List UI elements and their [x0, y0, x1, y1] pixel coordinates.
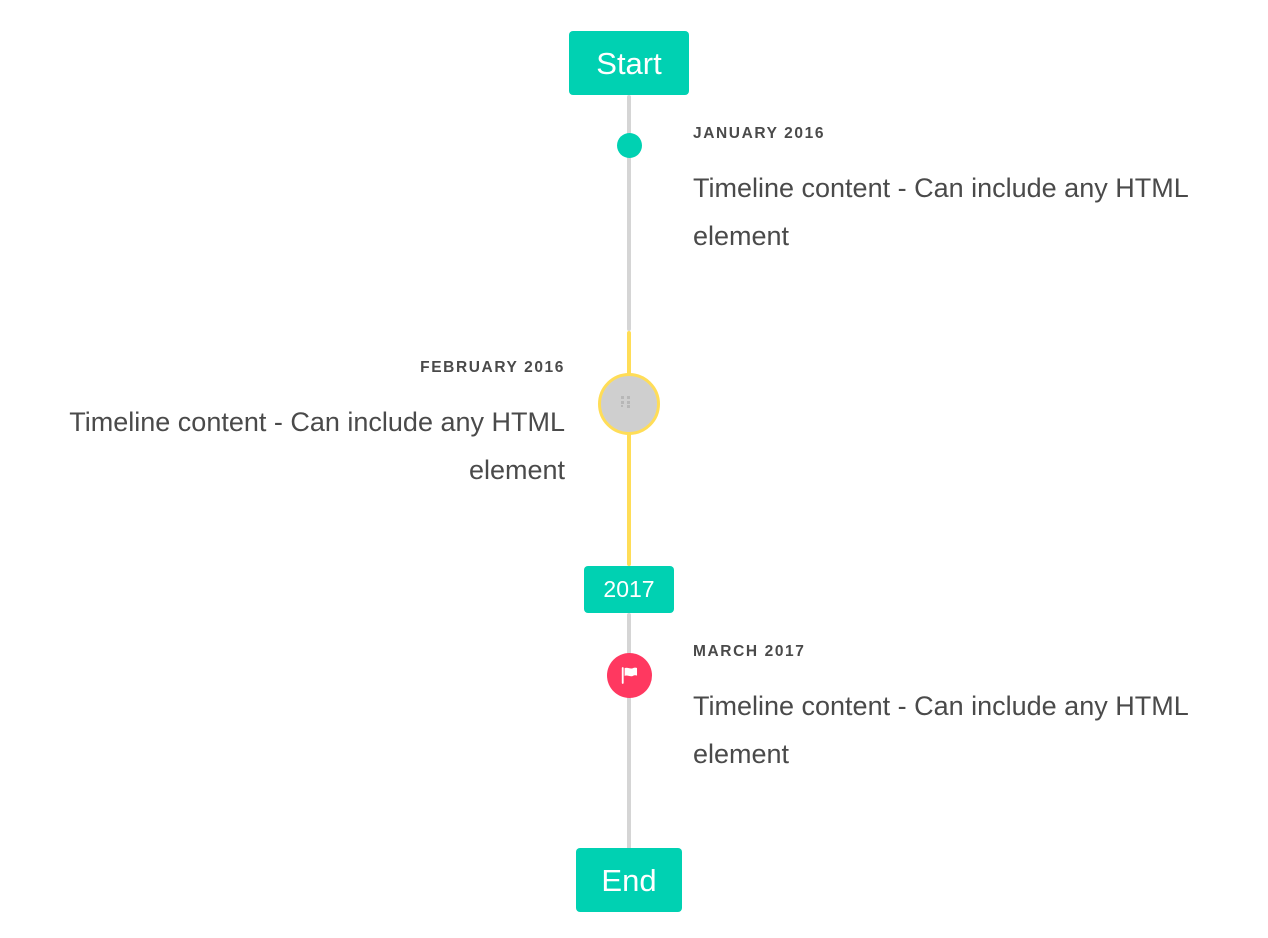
timeline-divider-2017[interactable]: 2017 [584, 566, 674, 613]
timeline-footer-end[interactable]: End [576, 848, 682, 912]
timeline-date-label: MARCH 2017 [693, 643, 806, 660]
timeline-date-label: JANUARY 2016 [693, 125, 826, 142]
timeline-body-text: Timeline content - Can include any HTML … [693, 172, 1188, 251]
timeline-rail-upper [627, 95, 631, 331]
timeline-content-march-2017: MARCH 2017 Timeline content - Can includ… [693, 644, 1217, 778]
dot-icon[interactable] [617, 133, 642, 158]
broken-image-icon[interactable] [598, 373, 660, 435]
timeline-rail-highlight [627, 331, 631, 566]
timeline-date-label: FEBRUARY 2016 [420, 359, 565, 376]
flag-icon [621, 667, 638, 684]
timeline-header-start[interactable]: Start [569, 31, 689, 95]
timeline-content-january-2016: JANUARY 2016 Timeline content - Can incl… [693, 126, 1217, 260]
flag-marker[interactable] [607, 653, 652, 698]
broken-image-glyph [620, 396, 630, 408]
timeline-rail-lower [627, 613, 631, 850]
timeline-content-february-2016: FEBRUARY 2016 Timeline content - Can inc… [41, 360, 565, 494]
timeline-body-text: Timeline content - Can include any HTML … [69, 406, 565, 485]
timeline-body-text: Timeline content - Can include any HTML … [693, 690, 1188, 769]
